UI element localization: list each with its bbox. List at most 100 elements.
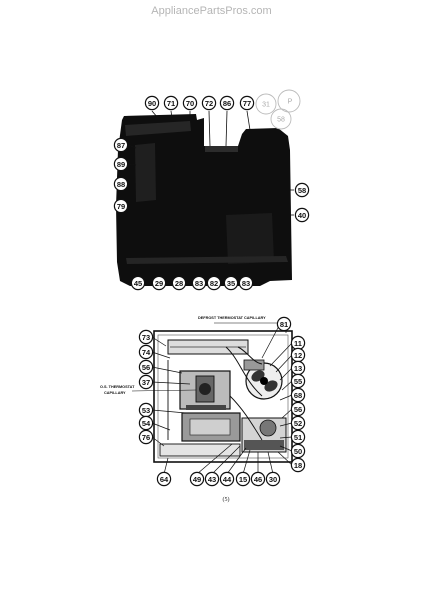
faint-label: 31 (262, 102, 270, 109)
callout-circle (191, 275, 207, 291)
callout-circle (113, 156, 129, 172)
bottom-callout-group: 7374563753547664811112135568565251501849… (138, 316, 306, 487)
callout-label: 87 (117, 141, 125, 150)
fan-shroud (243, 359, 265, 371)
callout-label: 44 (223, 475, 232, 484)
callout-label: 56 (294, 405, 302, 414)
callout-circle (138, 415, 154, 431)
callout-circle (206, 275, 222, 291)
callout-circle (113, 176, 129, 192)
motor-bracket (186, 405, 226, 410)
callout-label: 71 (167, 99, 175, 108)
fan-blade (264, 380, 278, 392)
callout-circle (238, 275, 254, 291)
callout-circle (235, 471, 251, 487)
callout-label: 40 (298, 211, 306, 220)
callout-label: 72 (205, 99, 213, 108)
refrigerant-tube (229, 395, 263, 441)
callout-label: 70 (186, 99, 194, 108)
callout-circle (151, 275, 167, 291)
callout-circle (290, 387, 306, 403)
callout-circle (290, 415, 306, 431)
callout-circle (189, 471, 205, 487)
faint-circle (277, 89, 301, 113)
callout-circle (113, 198, 129, 214)
fan-motor-hub (199, 383, 211, 395)
callout-label: 28 (175, 279, 183, 288)
callout-label: 82 (210, 279, 218, 288)
callout-label: 88 (117, 180, 125, 189)
callout-label: 43 (208, 475, 216, 484)
callout-circle (276, 316, 292, 332)
callout-circle (138, 429, 154, 445)
callout-circle (138, 374, 154, 390)
os-capillary-note-line2: CAPILLARY (104, 391, 126, 395)
callout-circle (138, 329, 154, 345)
callout-circle (113, 137, 129, 153)
callout-circle (294, 207, 310, 223)
compressor-area (226, 213, 274, 264)
callout-label: 81 (280, 320, 288, 329)
callout-circle (290, 443, 306, 459)
callout-label: 76 (142, 433, 150, 442)
callout-circle (144, 95, 160, 111)
callout-circle (290, 373, 306, 389)
callout-label: 64 (160, 475, 169, 484)
faint-label: P (288, 99, 293, 106)
callout-label: 49 (193, 475, 201, 484)
callout-circle (156, 471, 172, 487)
callout-circle (250, 471, 266, 487)
callout-label: 37 (142, 378, 150, 387)
callout-label: 50 (294, 447, 302, 456)
callout-circle (290, 401, 306, 417)
os-capillary-leader (131, 389, 197, 392)
callout-circle (201, 95, 217, 111)
callout-label: 77 (243, 99, 251, 108)
callout-label: 74 (142, 348, 151, 357)
callout-circle (219, 471, 235, 487)
os-capillary-note-line1: O.S. THERMOSTAT (100, 385, 135, 389)
callout-label: 52 (294, 419, 302, 428)
callout-label: 29 (155, 279, 163, 288)
callout-circle (239, 95, 255, 111)
compressor-plate (189, 418, 231, 436)
callout-label: 15 (239, 475, 247, 484)
leader-lines-bottom (151, 323, 293, 475)
callout-label: 86 (223, 99, 231, 108)
relay-block (244, 440, 284, 450)
callout-label: 11 (294, 339, 302, 348)
callout-circle (294, 182, 310, 198)
callout-circle (171, 275, 187, 291)
cabinet-side-detail (135, 143, 156, 202)
base-tray (159, 443, 241, 457)
callout-label: 12 (294, 351, 302, 360)
callout-label: 45 (134, 279, 142, 288)
faint-circle (270, 108, 292, 130)
callout-label: 51 (294, 433, 302, 442)
callout-label: 56 (142, 363, 150, 372)
callout-circle (182, 95, 198, 111)
callout-circle (130, 275, 146, 291)
callout-label: 46 (254, 475, 262, 484)
callout-circle (290, 457, 306, 473)
base-rail (126, 256, 288, 264)
callout-label: 30 (269, 475, 277, 484)
timer (259, 419, 277, 437)
callout-circle (219, 95, 235, 111)
refrigerant-tube (225, 346, 263, 397)
figure-mark: (5) (223, 496, 230, 503)
callout-circle (138, 359, 154, 375)
callout-label: 18 (294, 461, 302, 470)
callout-circle (265, 471, 281, 487)
refrigerant-tube (237, 346, 263, 365)
fan-hub (260, 377, 268, 385)
callout-label: 68 (294, 391, 302, 400)
callout-label: 73 (142, 333, 150, 342)
callout-label: 35 (227, 279, 235, 288)
watermark: AppliancePartsPros.com (151, 5, 272, 17)
callout-label: 53 (142, 406, 150, 415)
